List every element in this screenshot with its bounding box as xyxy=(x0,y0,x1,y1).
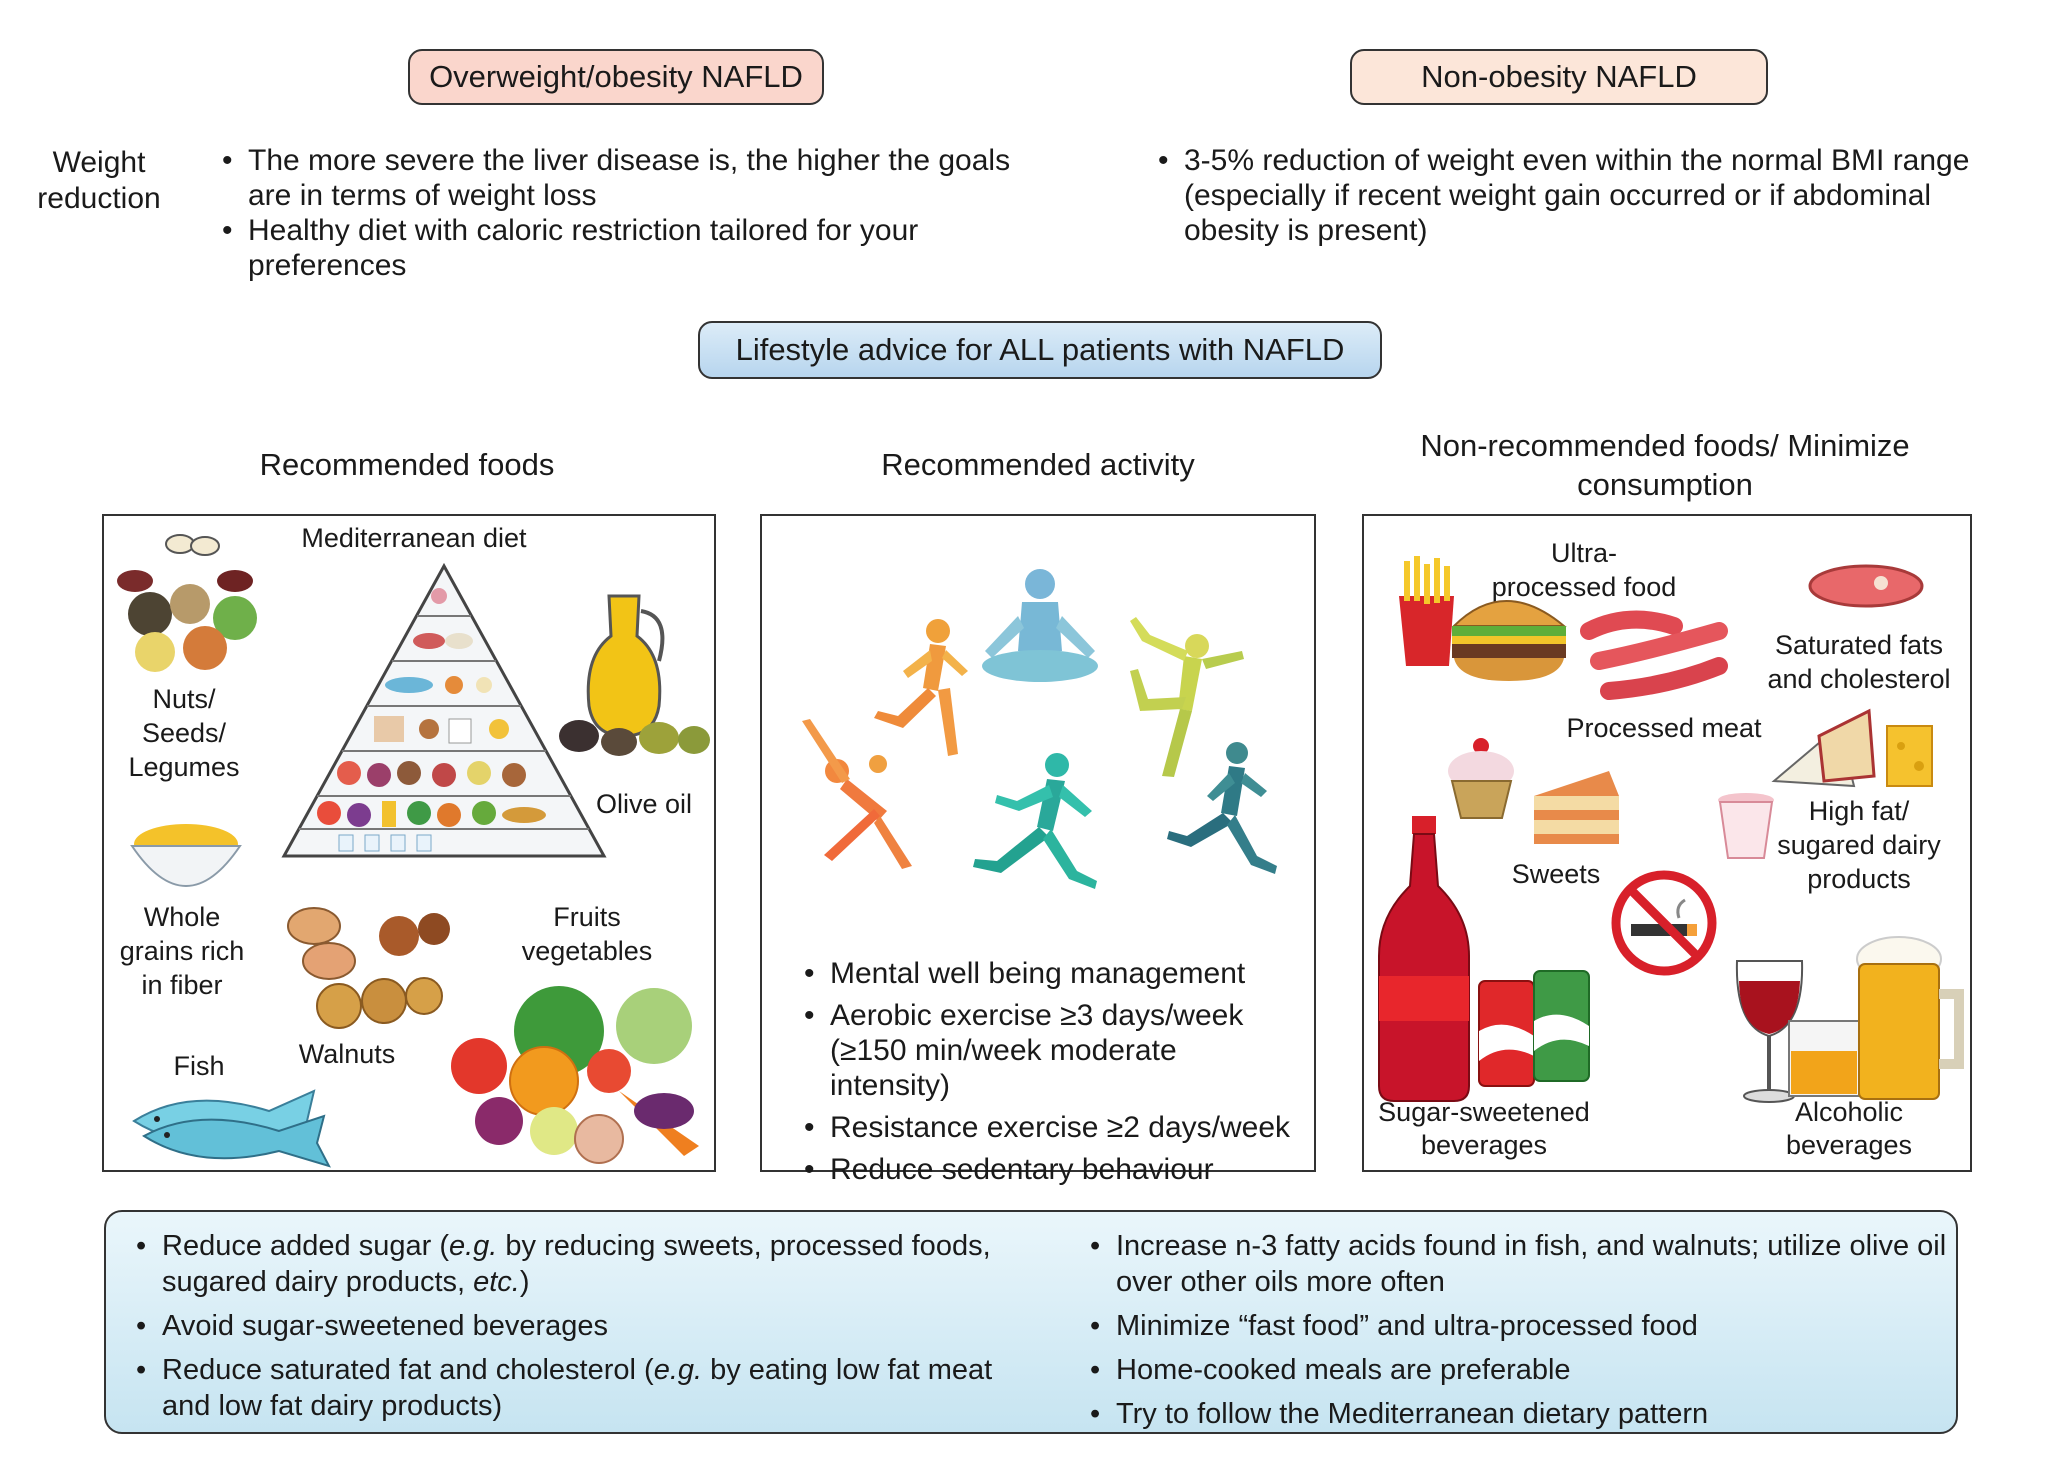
advice-text: ) xyxy=(519,1266,530,1298)
recommended-activity-panel: Mental well being management Aerobic exe… xyxy=(760,514,1316,1187)
processed-meat-label: Processed meat xyxy=(1566,713,1762,743)
yogurt-icon xyxy=(1718,793,1774,859)
lifestyle-title: Lifestyle advice for ALL patients with N… xyxy=(698,321,1382,379)
dietary-advice-box: Reduce added sugar (e.g. by reducing swe… xyxy=(104,1210,1958,1434)
activity-bullet: Mental well being management xyxy=(802,956,1302,991)
nonobesity-bullet: 3-5% reduction of weight even within the… xyxy=(1156,143,1976,248)
advice-emphasis: e.g. xyxy=(448,1230,498,1262)
advice-right-item: Minimize “fast food” and ultra-processed… xyxy=(1088,1308,1948,1344)
cake-slice-icon xyxy=(1534,771,1619,844)
ultra-processed-label: Ultra-processed food xyxy=(1491,538,1677,602)
non-recommended-title: Non-recommended foods/ Minimize consumpt… xyxy=(1420,428,1910,502)
nonobesity-bullets: 3-5% reduction of weight even within the… xyxy=(1156,143,1976,248)
sausages-icon xyxy=(1580,610,1728,700)
cupcake-icon xyxy=(1448,738,1514,819)
soccer-player-icon xyxy=(869,619,968,773)
cheese-icon xyxy=(1771,708,1933,788)
advice-left-list: Reduce added sugar (e.g. by reducing swe… xyxy=(134,1228,1034,1432)
no-smoking-icon xyxy=(1611,870,1717,976)
activity-bullet: Reduce sedentary behaviour xyxy=(802,1152,1302,1187)
advice-text: Avoid sugar-sweetened beverages xyxy=(162,1310,609,1342)
recommended-foods-panel: Mediterranean diet Nuts/ Seeds/ Legumes xyxy=(102,514,716,1172)
mediterranean-label: Mediterranean diet xyxy=(301,523,527,553)
runner-dark-icon xyxy=(1167,742,1277,874)
olive-oil-label: Olive oil xyxy=(595,789,693,819)
advice-emphasis: etc. xyxy=(473,1266,520,1298)
advice-text: Reduce added sugar ( xyxy=(162,1230,449,1262)
non-recommended-panel: Ultra-processed food Saturated fats and … xyxy=(1362,514,1972,1172)
advice-left-item: Reduce added sugar (e.g. by reducing swe… xyxy=(134,1228,1034,1300)
whole-grains-label: Whole grains rich in fiber xyxy=(119,902,245,1000)
fish-label: Fish xyxy=(173,1051,225,1081)
obesity-bullet: Healthy diet with caloric restriction ta… xyxy=(220,213,1040,283)
sweets-label: Sweets xyxy=(1511,859,1601,889)
advice-text: by eating low fat meat and low fat dairy… xyxy=(162,1354,993,1422)
advice-right-item: Home-cooked meals are preferable xyxy=(1088,1352,1948,1388)
obesity-bullets: The more severe the liver disease is, th… xyxy=(220,143,1040,283)
whole-grains-bowl-icon xyxy=(130,824,242,887)
soda-bottle-icon xyxy=(1378,816,1470,1102)
dairy-label: High fat/ sugared dairy products xyxy=(1777,796,1941,894)
runner-teal-icon xyxy=(973,753,1097,889)
obesity-bullet: The more severe the liver disease is, th… xyxy=(220,143,1040,213)
mediterranean-pyramid-icon xyxy=(281,562,607,858)
recommended-activity-title: Recommended activity xyxy=(881,447,1195,482)
walnuts-icon xyxy=(287,907,450,1029)
advice-right-list: Increase n-3 fatty acids found in fish, … xyxy=(1088,1228,1948,1440)
soda-cans-icon xyxy=(1478,970,1590,1087)
stretching-figure-icon xyxy=(802,719,912,869)
wine-glass-icon xyxy=(1735,960,1804,1103)
activity-bullets: Mental well being management Aerobic exe… xyxy=(802,956,1302,1187)
advice-right-item: Increase n-3 fatty acids found in fish, … xyxy=(1088,1228,1948,1300)
yoga-pose-icon xyxy=(1130,617,1244,777)
obesity-nafld-title: Overweight/obesity NAFLD xyxy=(408,49,824,105)
recommended-foods-title: Recommended foods xyxy=(259,447,555,482)
saturated-fats-label: Saturated fats and cholesterol xyxy=(1767,630,1951,694)
nonobesity-nafld-title: Non-obesity NAFLD xyxy=(1350,49,1768,105)
activity-bullet: Resistance exercise ≥2 days/week xyxy=(802,1110,1302,1145)
fast-food-icon xyxy=(1399,556,1567,681)
advice-left-item: Avoid sugar-sweetened beverages xyxy=(134,1308,1034,1344)
fruits-vegetables-icon xyxy=(451,986,699,1164)
advice-left-item: Reduce saturated fat and cholesterol (e.… xyxy=(134,1352,1034,1424)
alcohol-label: Alcoholic beverages xyxy=(1785,1097,1913,1160)
beer-mug-icon xyxy=(1856,936,1964,1100)
olive-oil-icon xyxy=(559,594,710,756)
steak-icon xyxy=(1808,564,1924,608)
activity-bullet: Aerobic exercise ≥3 days/week (≥150 min/… xyxy=(802,998,1302,1103)
weight-reduction-label: Weight reduction xyxy=(37,146,161,215)
advice-text: by reducing sweets, processed foods, sug… xyxy=(162,1230,991,1298)
advice-right-item: Try to follow the Mediterranean dietary … xyxy=(1088,1396,1948,1432)
nuts-label: Nuts/ Seeds/ Legumes xyxy=(128,684,240,782)
walnuts-label: Walnuts xyxy=(298,1039,396,1069)
nuts-seeds-legumes-icon xyxy=(117,534,257,672)
meditation-figure-icon xyxy=(982,569,1098,682)
advice-text: Reduce saturated fat and cholesterol ( xyxy=(162,1354,654,1386)
whisky-glass-icon xyxy=(1788,1020,1860,1097)
fish-icon xyxy=(132,1089,331,1168)
ssb-label: Sugar-sweetened beverages xyxy=(1378,1097,1590,1160)
fruits-vegetables-label: Fruits vegetables xyxy=(521,902,653,966)
advice-emphasis: e.g. xyxy=(653,1354,703,1386)
